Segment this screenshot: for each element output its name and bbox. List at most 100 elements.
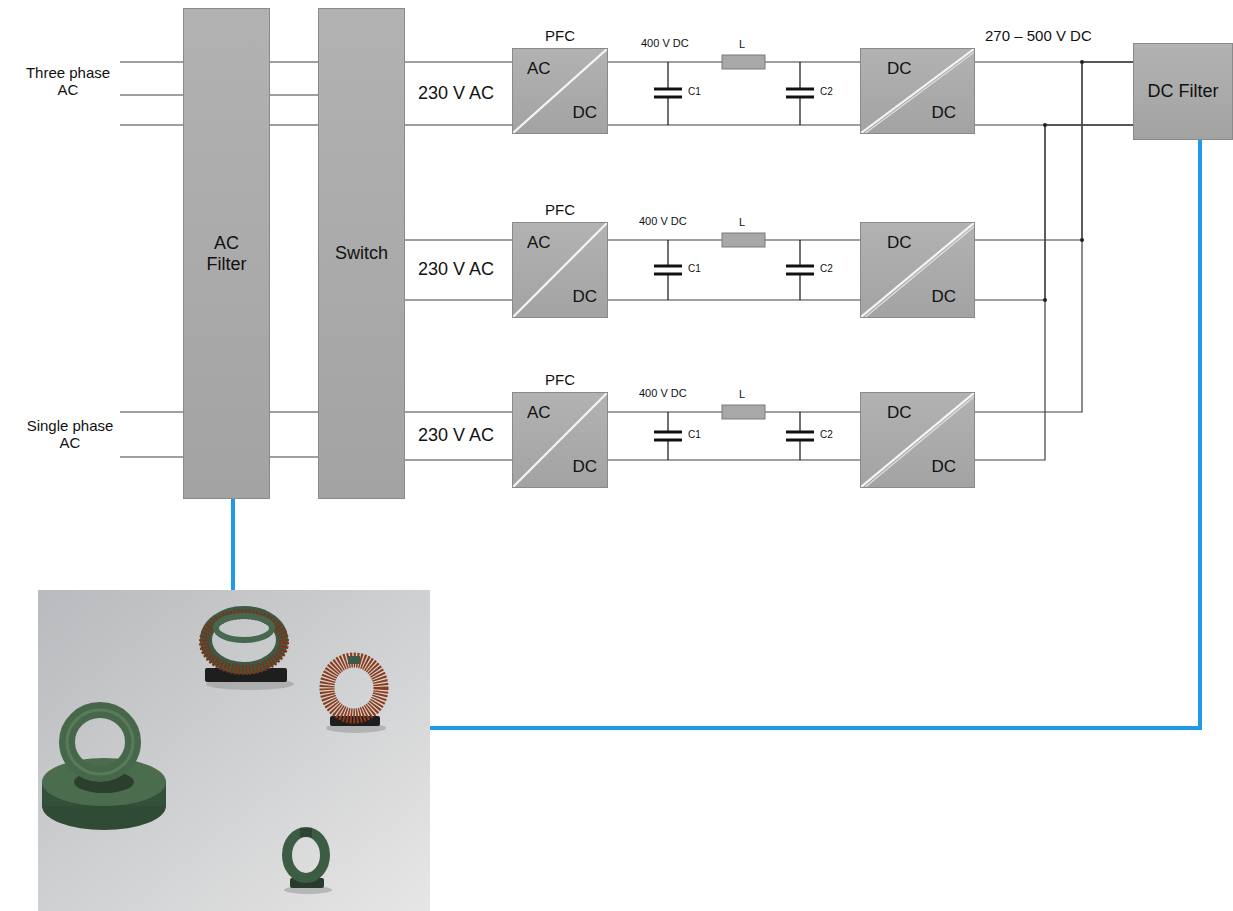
block-label: Switch [335, 243, 388, 264]
diagonal-line [861, 49, 974, 133]
converter-diagonal [861, 393, 974, 487]
junction-dot [1080, 60, 1084, 64]
block-heading: PFC [545, 371, 575, 388]
toroid-choke [326, 656, 386, 733]
block-label: DC [887, 59, 912, 79]
diagonal-line [866, 397, 974, 487]
capacitor-symbol [786, 62, 814, 125]
part-name: C1 [688, 263, 701, 275]
diagonal-line [866, 52, 974, 133]
wire-connector [608, 124, 860, 125]
wire-connector [270, 61, 318, 62]
input-wires [120, 62, 183, 457]
block-label: DC [572, 457, 597, 477]
diagonal-line [861, 393, 974, 487]
wire-connector [405, 459, 512, 460]
photo-background [38, 590, 430, 911]
block-label: DC [887, 233, 912, 253]
input-label: Three phase AC [20, 64, 116, 99]
voltage-label: 270 – 500 V DC [985, 27, 1092, 44]
wire-connector [405, 239, 512, 240]
wire-connector [270, 124, 318, 125]
part-name: C2 [820, 429, 833, 441]
part-name: L [739, 216, 745, 229]
capacitor-symbol [786, 240, 814, 300]
wire-connector [975, 62, 1133, 412]
inductor-symbol [722, 55, 765, 69]
phase-wire [120, 61, 183, 62]
capacitor-symbol [654, 412, 682, 460]
converter-box: DCDC [860, 48, 975, 134]
junction-dot [1043, 298, 1047, 302]
block-label: AC [527, 233, 551, 253]
toroid-core [42, 710, 166, 830]
junction-dot [1043, 123, 1047, 127]
wire-connector [405, 411, 512, 412]
converter-box: PFCACDC [512, 392, 608, 488]
capacitor-symbol [786, 412, 814, 460]
phase-wire [120, 411, 183, 412]
part-name: C1 [688, 429, 701, 441]
part-name: C2 [820, 263, 833, 275]
block-label: DC [572, 103, 597, 123]
wire-connector [975, 62, 1133, 240]
capacitor-symbol [654, 62, 682, 125]
wire-connector [270, 94, 318, 95]
wire-connector [405, 61, 512, 62]
converter-diagonal [861, 223, 974, 317]
filter-box: DC Filter [1133, 43, 1233, 140]
wire-connector [405, 299, 512, 300]
wire-connector [608, 459, 860, 460]
diagonal-line [513, 393, 607, 487]
wire-connector [270, 411, 318, 412]
wire-connector [975, 125, 1133, 300]
converter-box: PFCACDC [512, 48, 608, 134]
junction-dot [1080, 238, 1084, 242]
capacitor-symbol [654, 240, 682, 300]
block-label: AC [527, 59, 551, 79]
leader-line [430, 140, 1200, 728]
voltage-label: 230 V AC [418, 259, 494, 280]
wire-connector [608, 299, 860, 300]
inductor-symbol [722, 405, 765, 419]
block-label: DC [931, 457, 956, 477]
product-photo [38, 590, 430, 911]
part-name: L [739, 38, 745, 51]
phase-wire [120, 456, 183, 457]
diagonal-line [513, 223, 607, 317]
voltage-label: 230 V AC [418, 425, 494, 446]
wire-connector [405, 124, 512, 125]
toroid-core [284, 828, 332, 894]
leader-line [231, 499, 235, 590]
voltage-label: 400 V DC [639, 387, 687, 400]
switch-box: Switch [318, 8, 405, 499]
phase-wire [120, 124, 183, 125]
part-name: L [739, 388, 745, 401]
voltage-label: 400 V DC [641, 37, 689, 50]
block-label: AC [527, 403, 551, 423]
voltage-label: 230 V AC [418, 83, 494, 104]
block-label: AC Filter [197, 233, 257, 274]
filter-box: AC Filter [183, 8, 270, 499]
inductors [722, 55, 765, 419]
block-heading: PFC [545, 27, 575, 44]
input-label: Single phase AC [22, 417, 118, 452]
wire-connector [270, 456, 318, 457]
block-label: DC [931, 287, 956, 307]
toroid-choke [204, 612, 294, 690]
capacitors [654, 62, 814, 460]
block-label: DC [887, 403, 912, 423]
junction-dots [1043, 60, 1084, 302]
converter-box: PFCACDC [512, 222, 608, 318]
diagonal-line [861, 223, 974, 317]
wire-connector [975, 125, 1133, 460]
diagonal-line [513, 49, 607, 133]
block-label: DC [572, 287, 597, 307]
converter-box: DC DC [860, 222, 975, 318]
part-name: C2 [820, 86, 833, 98]
voltage-label: 400 V DC [639, 215, 687, 228]
part-name: C1 [688, 86, 701, 98]
converter-box: DC DC [860, 392, 975, 488]
inductor-symbol [722, 233, 765, 247]
block-heading: PFC [545, 201, 575, 218]
